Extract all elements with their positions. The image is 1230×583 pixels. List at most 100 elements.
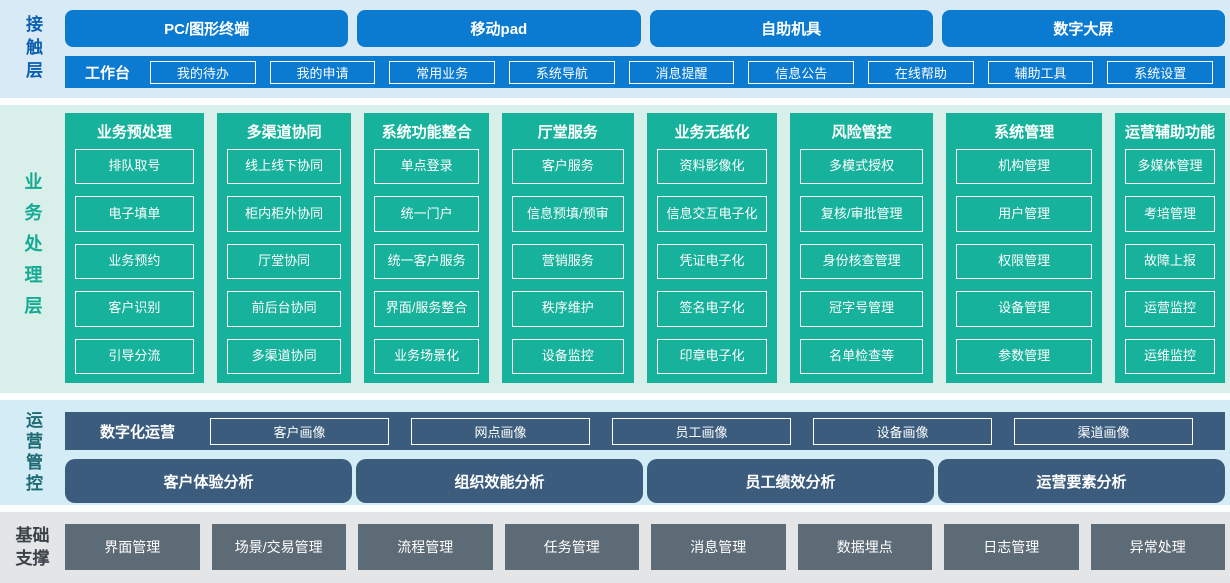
contact-layer-label-wrap: 接触层 — [0, 0, 65, 98]
workbench-item: 我的申请 — [269, 60, 376, 84]
business-module-box: 运营监控 — [1125, 291, 1216, 327]
business-module-box: 客户服务 — [511, 149, 624, 185]
business-column-items: 排队取号电子填单业务预约客户识别引导分流 — [75, 149, 194, 375]
business-module-box: 线上线下协同 — [226, 149, 342, 185]
business-layer: 业务处理层 业务预处理 排队取号电子填单业务预约客户识别引导分流 多渠道协同 线… — [0, 105, 1230, 393]
business-column: 厅堂服务 客户服务信息预填/预审营销服务秩序维护设备监控 — [501, 113, 634, 383]
business-module-box: 设备监控 — [511, 338, 624, 375]
portrait-box: 渠道画像 — [1014, 417, 1193, 445]
business-module-box: 冠字号管理 — [800, 291, 924, 327]
business-module-box: 机构管理 — [956, 149, 1092, 185]
terminal-box: PC/图形终端 — [65, 10, 349, 47]
foundation-box: 界面管理 — [65, 524, 200, 570]
analysis-box: 运营要素分析 — [938, 459, 1225, 503]
business-module-box: 签名电子化 — [656, 291, 768, 327]
portrait-box: 设备画像 — [813, 417, 992, 445]
business-column-title: 厅堂服务 — [537, 124, 598, 141]
business-module-box: 多媒体管理 — [1125, 149, 1216, 185]
portrait-box: 网点画像 — [411, 417, 590, 445]
business-module-box: 客户识别 — [75, 291, 194, 327]
business-module-box: 复核/审批管理 — [800, 196, 924, 232]
business-column: 多渠道协同 线上线下协同柜内柜外协同厅堂协同前后台协同多渠道协同 — [216, 113, 352, 383]
ops-layer-label: 运营管控 — [23, 410, 42, 495]
business-column-title: 运营辅助功能 — [1125, 124, 1216, 141]
ops-layer-label-wrap: 运营管控 — [0, 400, 65, 505]
business-column-title: 风险管控 — [831, 124, 892, 141]
workbench-item: 信息公告 — [748, 60, 855, 84]
analysis-row: 客户体验分析组织效能分析员工绩效分析运营要素分析 — [65, 459, 1225, 503]
business-column-title: 系统管理 — [994, 124, 1055, 141]
workbench-item: 系统设置 — [1107, 60, 1214, 84]
business-module-box: 名单检查等 — [800, 338, 924, 375]
workbench-item: 在线帮助 — [868, 60, 974, 84]
business-module-box: 引导分流 — [75, 338, 194, 375]
analysis-box: 客户体验分析 — [65, 459, 352, 503]
business-layer-content: 业务预处理 排队取号电子填单业务预约客户识别引导分流 多渠道协同 线上线下协同柜… — [65, 105, 1230, 393]
digital-ops-items: 客户画像网点画像员工画像设备画像渠道画像 — [210, 417, 1193, 445]
foundation-box: 场景/交易管理 — [211, 524, 346, 570]
business-module-box: 信息预填/预审 — [511, 196, 624, 232]
foundation-box: 消息管理 — [651, 524, 786, 570]
terminal-box: 数字大屏 — [941, 10, 1225, 47]
foundation-layer-label: 基础支撑 — [15, 525, 50, 568]
business-module-box: 考培管理 — [1125, 196, 1216, 232]
business-column: 风险管控 多模式授权复核/审批管理身份核查管理冠字号管理名单检查等 — [790, 113, 934, 383]
ops-layer: 运营管控 数字化运营 客户画像网点画像员工画像设备画像渠道画像 客户体验分析组织… — [0, 400, 1230, 505]
business-column-items: 机构管理用户管理权限管理设备管理参数管理 — [956, 149, 1092, 375]
business-module-box: 柜内柜外协同 — [226, 196, 342, 232]
business-module-box: 身份核查管理 — [800, 243, 924, 280]
business-module-box: 故障上报 — [1125, 243, 1216, 280]
workbench-bar: 工作台 我的待办我的申请常用业务系统导航消息提醒信息公告在线帮助辅助工具系统设置 — [65, 56, 1225, 88]
business-module-box: 业务场景化 — [374, 338, 479, 375]
business-column-items: 线上线下协同柜内柜外协同厅堂协同前后台协同多渠道协同 — [226, 149, 342, 375]
business-module-box: 运维监控 — [1125, 338, 1216, 375]
business-module-box: 多模式授权 — [800, 149, 924, 185]
business-layer-label: 业务处理层 — [22, 171, 43, 327]
business-module-box: 界面/服务整合 — [374, 291, 479, 327]
business-module-box: 权限管理 — [956, 243, 1092, 280]
business-module-box: 多渠道协同 — [226, 338, 342, 375]
ops-layer-content: 数字化运营 客户画像网点画像员工画像设备画像渠道画像 客户体验分析组织效能分析员… — [65, 400, 1230, 505]
foundation-items: 界面管理场景/交易管理流程管理任务管理消息管理数据埋点日志管理异常处理 — [65, 524, 1225, 570]
business-column: 业务无纸化 资料影像化信息交互电子化凭证电子化签名电子化印章电子化 — [646, 113, 778, 383]
foundation-box: 日志管理 — [944, 524, 1079, 570]
portrait-box: 员工画像 — [612, 417, 791, 445]
business-module-box: 秩序维护 — [511, 291, 624, 327]
business-column: 业务预处理 排队取号电子填单业务预约客户识别引导分流 — [65, 113, 204, 383]
business-module-box: 单点登录 — [374, 149, 479, 185]
foundation-layer-label-wrap: 基础支撑 — [0, 512, 65, 583]
foundation-box: 流程管理 — [358, 524, 493, 570]
terminal-box: 自助机具 — [649, 10, 933, 47]
foundation-box: 任务管理 — [504, 524, 639, 570]
business-module-box: 印章电子化 — [656, 338, 768, 375]
workbench-item: 系统导航 — [509, 60, 615, 84]
business-module-box: 前后台协同 — [226, 291, 342, 327]
business-column-title: 业务无纸化 — [674, 124, 750, 141]
foundation-layer: 基础支撑 界面管理场景/交易管理流程管理任务管理消息管理数据埋点日志管理异常处理 — [0, 512, 1230, 583]
business-column-title: 多渠道协同 — [246, 124, 322, 141]
business-column-title: 系统功能整合 — [381, 124, 472, 141]
business-module-box: 统一客户服务 — [374, 243, 479, 280]
digital-ops-label: 数字化运营 — [99, 423, 175, 441]
business-module-box: 厅堂协同 — [226, 243, 342, 280]
contact-layer-label: 接触层 — [23, 14, 42, 84]
business-module-box: 排队取号 — [75, 149, 194, 185]
business-column-items: 客户服务信息预填/预审营销服务秩序维护设备监控 — [511, 149, 624, 375]
business-module-box: 电子填单 — [75, 196, 194, 232]
foundation-layer-content: 界面管理场景/交易管理流程管理任务管理消息管理数据埋点日志管理异常处理 — [65, 512, 1230, 583]
business-layer-label-wrap: 业务处理层 — [0, 105, 65, 393]
business-module-box: 营销服务 — [511, 243, 624, 280]
digital-ops-bar: 数字化运营 客户画像网点画像员工画像设备画像渠道画像 — [65, 412, 1225, 450]
analysis-box: 组织效能分析 — [356, 459, 643, 503]
business-module-box: 用户管理 — [956, 196, 1092, 232]
business-module-box: 凭证电子化 — [656, 243, 768, 280]
business-column: 运营辅助功能 多媒体管理考培管理故障上报运营监控运维监控 — [1115, 113, 1226, 383]
workbench-item: 常用业务 — [389, 60, 496, 84]
terminal-box: 移动pad — [357, 10, 641, 47]
foundation-box: 异常处理 — [1090, 524, 1225, 570]
workbench-item: 消息提醒 — [628, 60, 735, 84]
foundation-box: 数据埋点 — [797, 524, 932, 570]
business-module-box: 参数管理 — [956, 338, 1092, 375]
